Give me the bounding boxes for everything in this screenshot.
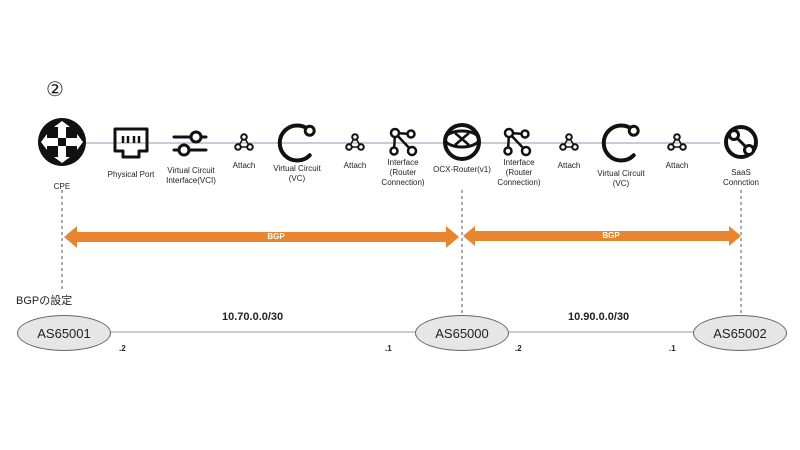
ip-label-router-right: .2 [515,344,522,353]
vci-label: Virtual Circuit Interface(VCI) [166,166,216,185]
saas-connection-icon [724,125,758,159]
cpe-label: CPE [53,182,71,191]
virtual-circuit-icon [601,123,640,163]
sliders-icon [172,130,208,157]
physical-port-label: Physical Port [107,170,155,179]
attach-icon [667,133,687,151]
ip-label-cpe: .2 [119,344,126,353]
subnet-right: 10.90.0.0/30 [568,311,630,323]
cloud-router-icon [443,123,481,161]
step-marker: ② [46,79,64,101]
interface-icon [503,127,532,157]
vc-2-label: Virtual Circuit (VC) [597,169,645,188]
saas-label: SaaS Connction [722,168,760,187]
bgp-arrow-right-label: BGP [602,231,620,240]
subnet-left: 10.70.0.0/30 [222,311,284,323]
ip-label-router-left: .1 [385,344,392,353]
as-node-as65002: AS65002 [693,315,787,351]
as-node-as65000: AS65000 [415,315,509,351]
bgp-arrow-left [64,226,459,248]
attach-1-label: Attach [232,161,256,170]
bgp-arrow-right [463,226,741,246]
interface-icon [389,127,418,157]
ocx-router-label: OCX-Router(v1) [433,165,491,174]
bgp-arrow-left-label: BGP [267,232,285,241]
attach-icon [234,133,254,151]
ip-label-saas: .1 [669,344,676,353]
attach-2-label: Attach [343,161,367,170]
ethernet-port-icon [113,127,149,159]
interface-1-label: Interface (Router Connection) [381,158,425,187]
as-node-as65001: AS65001 [17,315,111,351]
section-title: BGPの設定 [16,295,73,307]
interface-2-label: Interface (Router Connection) [497,158,541,187]
attach-icon [345,133,365,151]
virtual-circuit-icon [277,123,316,163]
attach-3-label: Attach [557,161,581,170]
vc-1-label: Virtual Circuit (VC) [273,164,321,183]
router-icon [38,118,86,166]
attach-icon [559,133,579,151]
attach-4-label: Attach [665,161,689,170]
